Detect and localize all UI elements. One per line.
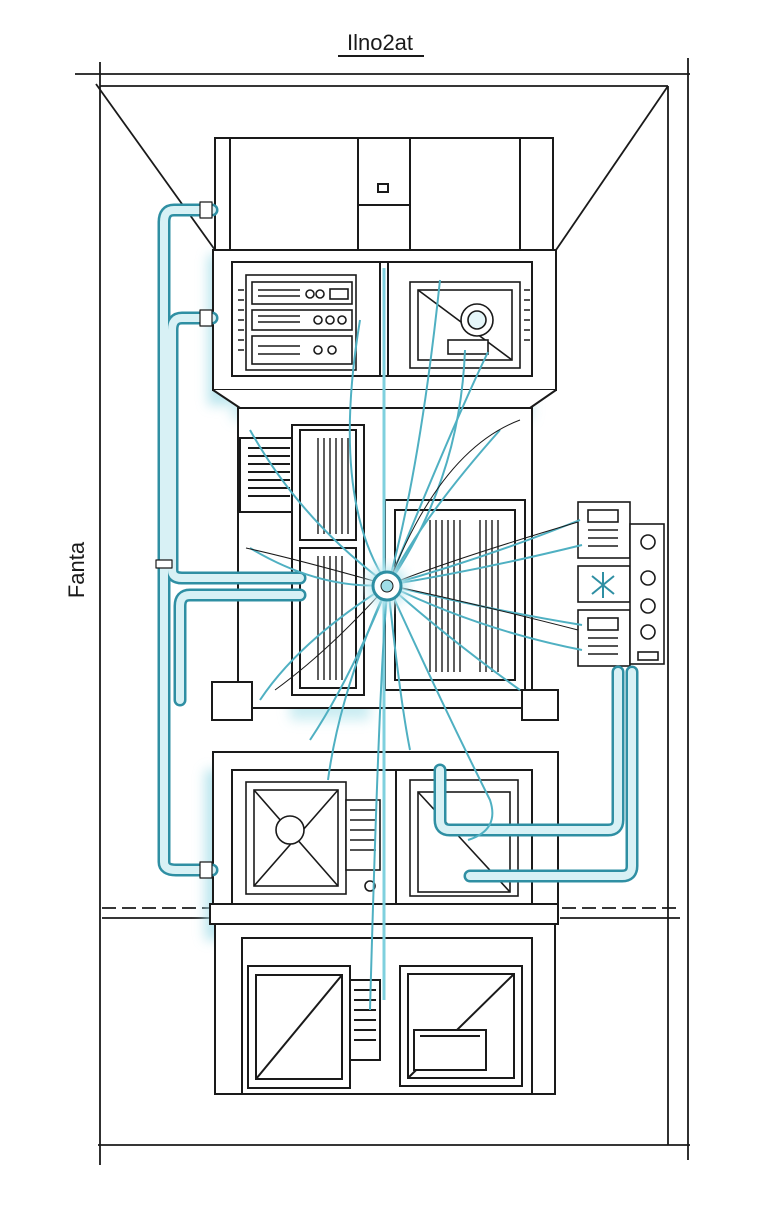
diagram-title: Ilno2at bbox=[347, 30, 413, 55]
title-group: Ilno2at bbox=[338, 30, 424, 57]
outer-frame bbox=[75, 58, 690, 1165]
pipe-network bbox=[155, 201, 639, 883]
top-enclosure bbox=[214, 137, 554, 251]
motor-panel-upper-right bbox=[409, 281, 530, 369]
motor-unit-lower-left bbox=[245, 781, 381, 895]
side-label: Fanta bbox=[64, 541, 89, 598]
right-control-boxes bbox=[577, 501, 665, 667]
control-panel-upper-left bbox=[238, 274, 357, 371]
motor-lower bbox=[275, 815, 305, 845]
central-hub bbox=[367, 566, 407, 606]
fan-symbol-icon bbox=[591, 572, 615, 598]
